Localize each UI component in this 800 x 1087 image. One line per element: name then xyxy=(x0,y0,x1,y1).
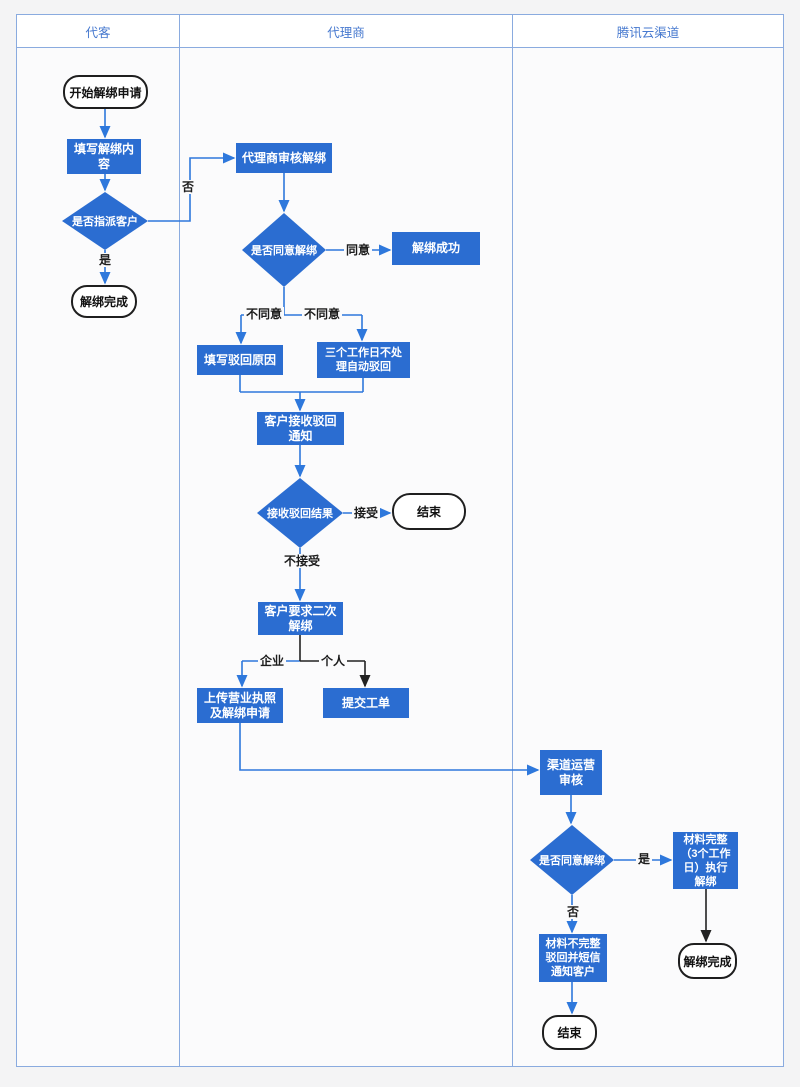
edge-upload-to-channel xyxy=(239,723,540,776)
edge-label-accept: 接受 xyxy=(352,506,381,520)
edge-label-agree: 同意 xyxy=(344,243,373,257)
node-material-complete: 材料完整 （3个工作 日）执行 解绑 xyxy=(673,832,738,889)
node-upload-license: 上传营业执照 及解绑申请 xyxy=(197,688,283,723)
node-customer-receive-notice: 客户接收驳回 通知 xyxy=(257,412,344,445)
node-fill-reject-reason: 填写驳回原因 xyxy=(197,345,283,375)
node-fill-unbind-content: 填写解绑内 容 xyxy=(67,139,141,174)
node-material-incomplete: 材料不完整 驳回并短信 通知客户 xyxy=(539,934,607,982)
node-end-agent-lane: 结束 xyxy=(392,493,466,530)
lane-label: 代客 xyxy=(85,25,111,40)
lane-header-customer: 代客 xyxy=(17,15,179,47)
edge-label-yes-channel: 是 xyxy=(636,852,653,866)
node-channel-review: 渠道运营 审核 xyxy=(540,750,602,795)
node-auto-reject: 三个工作日不处 理自动驳回 xyxy=(317,342,410,378)
header-divider xyxy=(17,47,783,48)
node-agent-review: 代理商审核解绑 xyxy=(236,143,332,173)
edge-label-disagree-right: 不同意 xyxy=(302,307,343,321)
lane-divider-2 xyxy=(512,15,513,1066)
edge-label-no-channel: 否 xyxy=(565,905,582,919)
node-end-channel-lane: 结束 xyxy=(542,1015,597,1050)
node-unbind-done-channel-lane: 解绑完成 xyxy=(678,943,737,979)
lane-header-agent: 代理商 xyxy=(180,15,512,47)
node-second-unbind-request: 客户要求二次 解绑 xyxy=(258,602,343,635)
edge-label-enterprise: 企业 xyxy=(258,654,287,668)
edge-label-no-assign: 否 xyxy=(180,180,197,194)
node-unbind-done-agent-lane: 解绑完成 xyxy=(71,285,137,318)
node-start-terminator: 开始解绑申请 xyxy=(63,75,148,109)
edge-label-personal: 个人 xyxy=(319,654,348,668)
swimlane-frame: 代客 代理商 腾讯云渠道 xyxy=(16,14,784,1067)
edge-label-disagree-left: 不同意 xyxy=(244,307,285,321)
edge-label-not-accept: 不接受 xyxy=(282,554,323,568)
node-unbind-success: 解绑成功 xyxy=(392,232,480,265)
edge-label-yes-assign: 是 xyxy=(97,253,114,267)
lane-header-channel: 腾讯云渠道 xyxy=(513,15,783,47)
lane-divider-1 xyxy=(179,15,180,1066)
lane-label: 代理商 xyxy=(327,25,365,40)
node-submit-ticket: 提交工单 xyxy=(323,688,409,718)
lane-label: 腾讯云渠道 xyxy=(616,25,680,40)
